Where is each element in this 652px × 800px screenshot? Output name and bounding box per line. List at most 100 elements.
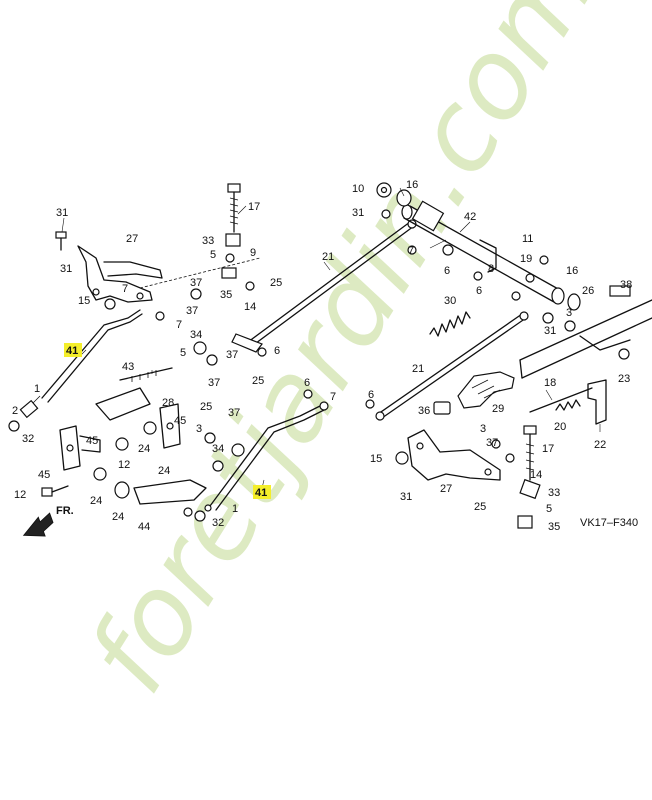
callout-3[interactable]: 3 <box>480 423 486 435</box>
callout-42[interactable]: 42 <box>464 211 476 223</box>
callout-31[interactable]: 31 <box>544 325 556 337</box>
shaft-43 <box>95 367 173 421</box>
callout-15[interactable]: 15 <box>370 453 382 465</box>
callout-28[interactable]: 28 <box>162 397 174 409</box>
callout-8[interactable]: 8 <box>488 263 494 275</box>
callout-17[interactable]: 17 <box>542 443 554 455</box>
callout-24[interactable]: 24 <box>158 465 170 477</box>
callout-29[interactable]: 29 <box>492 403 504 415</box>
callout-11[interactable]: 11 <box>522 233 533 245</box>
callout-7[interactable]: 7 <box>408 245 414 257</box>
callout-38[interactable]: 38 <box>620 279 632 291</box>
callout-18[interactable]: 18 <box>544 377 556 389</box>
callout-33[interactable]: 33 <box>202 235 214 247</box>
callout-25[interactable]: 25 <box>252 375 264 387</box>
rail-38 <box>519 285 652 379</box>
callout-23[interactable]: 23 <box>618 373 630 385</box>
lever-44 <box>114 479 207 517</box>
callout-6[interactable]: 6 <box>304 377 310 389</box>
callout-34[interactable]: 34 <box>190 329 202 341</box>
callout-44[interactable]: 44 <box>138 521 150 533</box>
callout-43[interactable]: 43 <box>122 361 134 373</box>
callout-24[interactable]: 24 <box>138 443 150 455</box>
callout-5[interactable]: 5 <box>210 249 216 261</box>
callout-1[interactable]: 1 <box>232 503 238 515</box>
watermark: foretjardin.com <box>63 0 619 714</box>
callout-35[interactable]: 35 <box>220 289 232 301</box>
callout-7[interactable]: 7 <box>122 283 128 295</box>
callout-33[interactable]: 33 <box>548 487 560 499</box>
callout-45[interactable]: 45 <box>38 469 50 481</box>
callout-41-left[interactable]: 41 <box>66 345 78 357</box>
callout-30[interactable]: 30 <box>444 295 456 307</box>
callout-31[interactable]: 31 <box>400 491 412 503</box>
callout-7[interactable]: 7 <box>176 319 182 331</box>
callout-24[interactable]: 24 <box>112 511 124 523</box>
callout-7[interactable]: 7 <box>330 391 336 403</box>
callout-3[interactable]: 3 <box>566 307 572 319</box>
callout-1[interactable]: 1 <box>34 383 40 395</box>
callout-31[interactable]: 31 <box>56 207 68 219</box>
callout-15[interactable]: 15 <box>78 295 90 307</box>
callout-5[interactable]: 5 <box>546 503 552 515</box>
callout-5[interactable]: 5 <box>180 347 186 359</box>
callout-37[interactable]: 37 <box>186 305 198 317</box>
callout-12[interactable]: 12 <box>118 459 130 471</box>
callout-27[interactable]: 27 <box>440 483 452 495</box>
callout-21[interactable]: 21 <box>322 251 334 263</box>
callout-6[interactable]: 6 <box>274 345 280 357</box>
callout-14[interactable]: 14 <box>530 469 542 481</box>
callout-6[interactable]: 6 <box>368 389 374 401</box>
callout-22[interactable]: 22 <box>594 439 606 451</box>
callout-25[interactable]: 25 <box>270 277 282 289</box>
callout-26[interactable]: 26 <box>582 285 594 297</box>
callout-36[interactable]: 36 <box>418 405 430 417</box>
callout-14[interactable]: 14 <box>244 301 256 313</box>
callout-21[interactable]: 21 <box>412 363 424 375</box>
watermark-text: foretjardin.com <box>63 0 619 714</box>
rod-21-lower <box>375 311 529 421</box>
callout-31[interactable]: 31 <box>352 207 364 219</box>
callout-16[interactable]: 16 <box>566 265 578 277</box>
callout-25[interactable]: 25 <box>474 501 486 513</box>
callout-16[interactable]: 16 <box>406 179 418 191</box>
callout-37[interactable]: 37 <box>190 277 202 289</box>
callout-34[interactable]: 34 <box>212 443 224 455</box>
highlighted-callouts: 41 41 <box>64 343 271 499</box>
callout-2[interactable]: 2 <box>12 405 18 417</box>
spring-30 <box>429 311 471 337</box>
callout-25[interactable]: 25 <box>200 401 212 413</box>
callout-37[interactable]: 37 <box>228 407 240 419</box>
callout-19[interactable]: 19 <box>520 253 532 265</box>
arrow-icon <box>22 512 54 537</box>
callout-32[interactable]: 32 <box>22 433 34 445</box>
callout-37[interactable]: 37 <box>226 349 238 361</box>
callout-9[interactable]: 9 <box>250 247 256 259</box>
callout-41-right[interactable]: 41 <box>255 487 267 499</box>
callout-20[interactable]: 20 <box>554 421 566 433</box>
callout-37[interactable]: 37 <box>208 377 220 389</box>
callout-17[interactable]: 17 <box>248 201 260 213</box>
control-rod-right <box>204 401 329 512</box>
plate-22 <box>529 379 607 425</box>
callout-12[interactable]: 12 <box>14 489 26 501</box>
callout-31[interactable]: 31 <box>60 263 72 275</box>
callout-3[interactable]: 3 <box>196 423 202 435</box>
callout-45[interactable]: 45 <box>86 435 98 447</box>
callout-6[interactable]: 6 <box>444 265 450 277</box>
callout-35[interactable]: 35 <box>548 521 560 533</box>
highlight-box-41a <box>64 343 82 357</box>
callout-24[interactable]: 24 <box>90 495 102 507</box>
callout-37[interactable]: 37 <box>486 437 498 449</box>
callout-6[interactable]: 6 <box>476 285 482 297</box>
callout-10[interactable]: 10 <box>352 183 364 195</box>
front-direction-arrow: FR. <box>22 505 74 537</box>
callout-45[interactable]: 45 <box>174 415 186 427</box>
reference-line <box>139 257 261 289</box>
bracket-27-right <box>407 429 501 481</box>
part-callouts: 31 31 27 17 33 5 9 21 10 16 31 42 7 6 11… <box>12 179 632 533</box>
callout-27[interactable]: 27 <box>126 233 138 245</box>
callout-32[interactable]: 32 <box>212 517 224 529</box>
bolt-17-center <box>225 183 241 247</box>
